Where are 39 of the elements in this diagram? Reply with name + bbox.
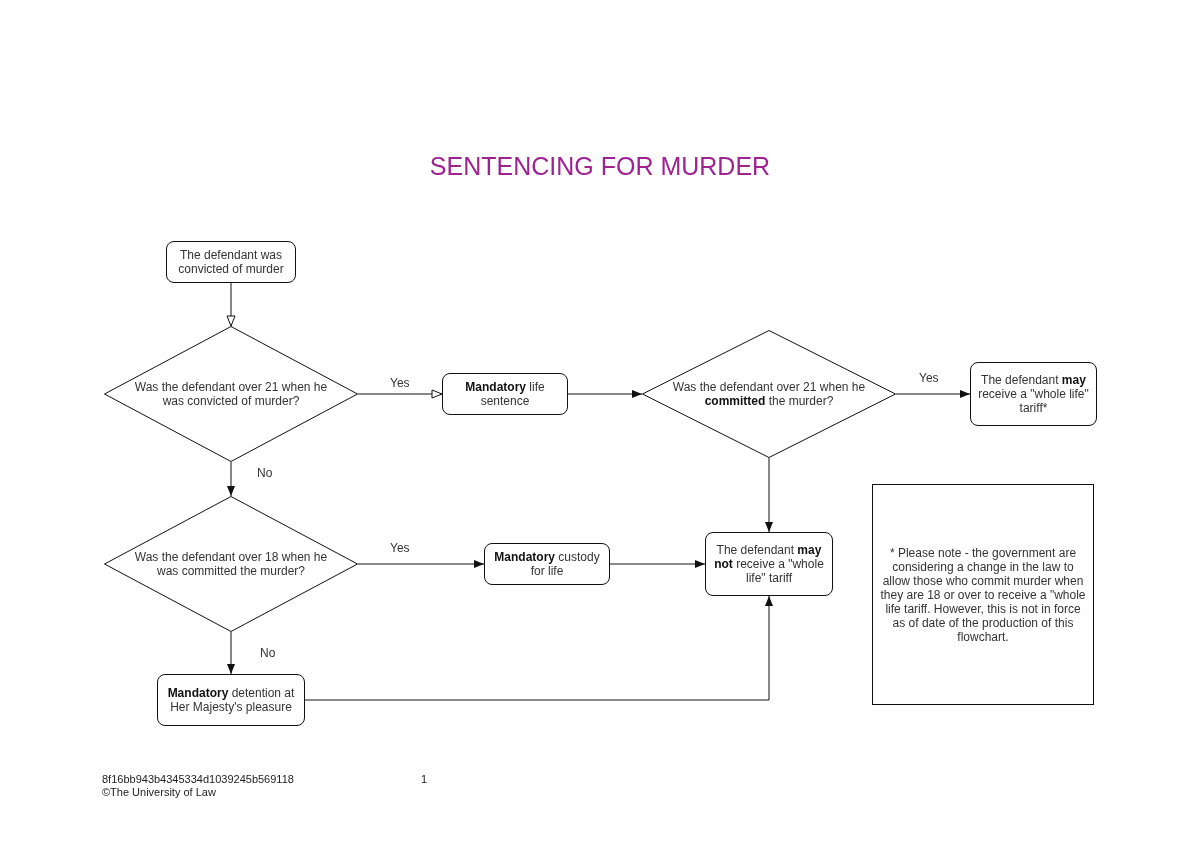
arrow <box>609 560 706 568</box>
process-box <box>166 241 296 283</box>
decision-diamond <box>642 330 896 458</box>
question-text: Was the defendant over 21 when he was convicted of murder? <box>133 380 329 408</box>
arrow <box>765 457 773 533</box>
arrow <box>567 390 643 398</box>
decision-diamond <box>104 496 358 632</box>
process-box <box>484 543 610 585</box>
copyright-line: ©The University of Law <box>102 786 216 799</box>
arrow <box>227 461 235 497</box>
note-text: * Please note - the government are considering a change in the law to allow those who commit murder when they are 18 or over to receive a "whole life tariff. However, this is not in force as of date of the production of this flowchart. <box>879 545 1087 644</box>
edge-label: No <box>259 646 277 660</box>
box-text: The defendant may receive a "whole life" tariff* <box>977 373 1090 415</box>
question-text: Was the defendant over 18 when he was committed the murder? <box>133 550 329 578</box>
arrow <box>226 282 236 327</box>
question-text: Was the defendant over 21 when he committed the murder? <box>671 380 867 408</box>
page-number: 1 <box>421 773 428 786</box>
arrow <box>895 390 971 398</box>
box-text: Mandatory detention at Her Majesty's pleasure <box>166 686 296 714</box>
process-box <box>442 373 568 415</box>
edge-label: Yes <box>389 376 411 390</box>
box-text: Mandatory custody for life <box>493 550 601 578</box>
process-box <box>157 674 305 726</box>
note-box <box>872 484 1094 705</box>
arrow <box>304 595 773 701</box>
arrow <box>357 389 443 399</box>
edge-label: No <box>256 466 274 480</box>
box-text: The defendant was convicted of murder <box>177 248 285 276</box>
process-box <box>970 362 1097 426</box>
process-box <box>705 532 833 596</box>
edge-label: Yes <box>389 541 411 555</box>
edge-label: Yes <box>918 371 940 385</box>
arrow <box>357 560 485 568</box>
title: SENTENCING FOR MURDER <box>429 152 771 180</box>
document-code: 8f16bb943b4345334d1039245b569118 <box>102 773 294 786</box>
arrow <box>227 631 235 675</box>
box-text: The defendant may not receive a "whole life" tariff <box>713 543 825 585</box>
decision-diamond <box>104 326 358 462</box>
box-text: Mandatory life sentence <box>464 380 546 408</box>
